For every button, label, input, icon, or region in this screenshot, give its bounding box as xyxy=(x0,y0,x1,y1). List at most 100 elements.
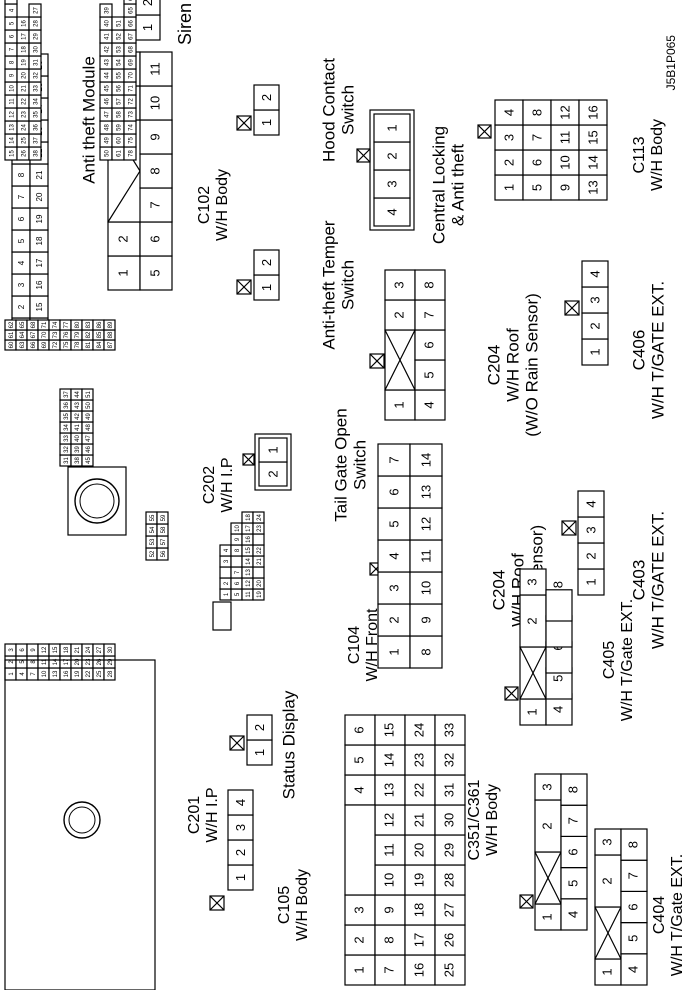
pin-number: 56 xyxy=(161,550,167,557)
pin-number: 6 xyxy=(10,34,16,38)
pin-number: 78 xyxy=(75,341,81,348)
label-line: W/H Body xyxy=(484,784,501,856)
pin-number: 7 xyxy=(565,817,580,824)
label-line: C202 xyxy=(201,466,218,504)
pin-number: 12 xyxy=(418,517,433,531)
pin-number: 7 xyxy=(381,966,396,973)
pin-number: 11 xyxy=(10,98,16,105)
pin-cell xyxy=(519,568,547,596)
pin-number: 31 xyxy=(441,783,456,797)
pin-number: 29 xyxy=(108,658,114,665)
pin-cell xyxy=(123,0,137,5)
label-line: W/H T/Gate EXT. xyxy=(619,599,636,721)
pin-number: 71 xyxy=(129,85,135,92)
pin-number: 68 xyxy=(129,46,135,53)
pin-number: 5 xyxy=(421,371,436,378)
pin-number: 10 xyxy=(42,670,48,677)
pin-number: 1 xyxy=(524,708,539,715)
label-line: C351/C361 xyxy=(466,779,483,860)
pin-number: 12 xyxy=(557,105,572,119)
pin-number: 72 xyxy=(53,341,59,348)
pin-number: 20 xyxy=(75,658,81,665)
pin-number: 53 xyxy=(117,46,123,53)
pin-number: 75 xyxy=(129,137,135,144)
pin-number: 40 xyxy=(105,20,111,27)
label-line: C406 xyxy=(629,330,648,371)
central-locking-lock-icon xyxy=(356,148,371,163)
pin-number: 6 xyxy=(529,159,544,166)
pin-cell xyxy=(409,443,443,477)
label-siren: Siren xyxy=(175,3,195,45)
pin-number: 26 xyxy=(441,933,456,947)
pin-number: 37 xyxy=(34,137,40,144)
label-line: Siren xyxy=(175,3,195,45)
label-line: W/H I.P xyxy=(204,787,221,842)
pin-number: 66 xyxy=(31,341,37,348)
pin-cell xyxy=(252,533,265,546)
pin-number: 7 xyxy=(421,311,436,318)
pin-number: 5 xyxy=(20,660,26,664)
pin-number: 89 xyxy=(108,321,114,328)
pin-number: 24 xyxy=(257,514,263,521)
pin-number: 3 xyxy=(599,838,614,845)
label-status-display: Status Display xyxy=(279,690,298,799)
label-line: C204 xyxy=(484,345,503,386)
pin-number: 77 xyxy=(64,321,70,328)
pin-number: 4 xyxy=(587,270,602,277)
connector-status-display: 12 xyxy=(246,714,273,766)
label-line: Hood Contact xyxy=(319,58,338,162)
pin-number: 10 xyxy=(381,873,396,887)
pin-number: 17 xyxy=(246,525,252,532)
pin-number: 83 xyxy=(86,321,92,328)
pin-number: 25 xyxy=(441,963,456,977)
pin-number: 28 xyxy=(34,20,40,27)
pin-number: 21 xyxy=(411,813,426,827)
pin-number: 8 xyxy=(418,648,433,655)
label-line: W/H Body xyxy=(294,869,311,941)
c201-center-ring xyxy=(63,801,101,839)
pin-number: 1 xyxy=(140,24,155,31)
pin-number: 1 xyxy=(391,401,406,408)
pin-number: 6 xyxy=(235,581,241,585)
label-line: C104 xyxy=(346,626,363,664)
pin-cell xyxy=(246,714,273,741)
status-display-lock-icon xyxy=(229,735,245,751)
pin-number: 5 xyxy=(17,238,26,243)
pin-number: 86 xyxy=(97,321,103,328)
pin-number: 15 xyxy=(53,646,59,653)
pin-number: 5 xyxy=(625,935,640,942)
pin-number: 23 xyxy=(86,658,92,665)
pin-number: 13 xyxy=(246,569,252,576)
pin-number: 49 xyxy=(86,413,92,420)
pin-number: 3 xyxy=(583,526,598,533)
pin-number: 34 xyxy=(64,424,70,431)
pin-number: 65 xyxy=(129,7,135,14)
pin-number: 9 xyxy=(31,648,37,652)
pin-number: 15 xyxy=(35,302,44,311)
pin-cell xyxy=(252,511,265,524)
pin-number: 18 xyxy=(64,646,70,653)
pin-number: 33 xyxy=(34,85,40,92)
pin-number: 58 xyxy=(161,526,167,533)
pin-number: 8 xyxy=(421,281,436,288)
c201-frame xyxy=(4,659,156,990)
pin-number: 85 xyxy=(97,331,103,338)
pin-number: 64 xyxy=(129,0,135,1)
pin-number: 24 xyxy=(411,723,426,737)
pin-number: 1 xyxy=(233,874,248,881)
pin-number: 6 xyxy=(17,216,26,221)
pin-number: 54 xyxy=(150,526,156,533)
pin-number: 2 xyxy=(259,94,274,101)
pin-number: 12 xyxy=(381,813,396,827)
pin-number: 1 xyxy=(265,446,280,453)
pin-number: 3 xyxy=(351,906,366,913)
pin-cell xyxy=(99,3,113,18)
